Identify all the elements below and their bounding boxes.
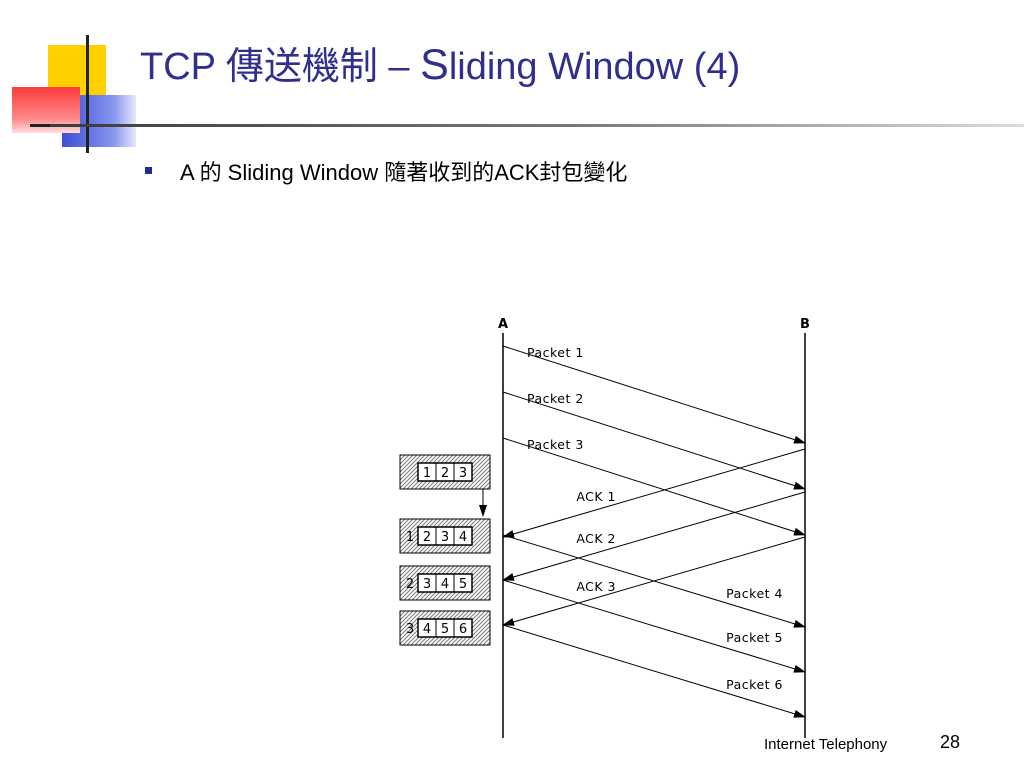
deco-vertical-line <box>86 35 89 153</box>
message-4: ACK 1 <box>502 448 806 538</box>
window-cell: 6 <box>459 622 467 637</box>
window-cell: 3 <box>441 530 449 545</box>
title-rest: liding Window (4) <box>448 46 741 88</box>
message-arrow <box>502 391 806 490</box>
bullet-text: A 的 Sliding Window 隨著收到的ACK封包變化 <box>180 160 628 185</box>
footer-text: Internet Telephony <box>764 736 888 753</box>
window-cell: 3 <box>459 466 467 481</box>
message-7: Packet 4 <box>502 534 806 628</box>
message-label: Packet 1 <box>527 345 584 360</box>
page-number: 28 <box>940 732 961 752</box>
title-divider <box>50 124 1024 127</box>
window-cell: 5 <box>459 577 467 592</box>
window-cell: 2 <box>423 530 431 545</box>
window-cell: 4 <box>423 622 431 637</box>
message-label: ACK 3 <box>576 579 616 594</box>
message-1: Packet 1 <box>502 345 806 444</box>
title-big-s: S <box>420 41 449 89</box>
message-8: Packet 5 <box>502 579 806 673</box>
message-arrow <box>502 624 806 718</box>
bullet-marker <box>145 167 152 174</box>
window-frame <box>417 526 473 546</box>
window-cell: 2 <box>441 466 449 481</box>
window-frame <box>417 573 473 593</box>
message-label: Packet 3 <box>527 437 584 452</box>
message-9: Packet 6 <box>502 624 806 718</box>
message-arrow <box>502 534 806 628</box>
message-arrow <box>502 491 806 581</box>
message-2: Packet 2 <box>502 391 806 490</box>
message-arrow <box>502 345 806 444</box>
title-prefix: TCP 傳送機制 – <box>140 46 421 88</box>
message-label: ACK 1 <box>576 489 616 504</box>
message-label: Packet 4 <box>726 586 783 601</box>
message-label: Packet 2 <box>527 391 584 406</box>
window-cell: 5 <box>441 622 449 637</box>
window-cell: 4 <box>459 530 467 545</box>
message-arrow <box>502 579 806 673</box>
message-label: Packet 5 <box>726 630 783 645</box>
message-3: Packet 3 <box>502 437 806 536</box>
message-5: ACK 2 <box>502 491 806 581</box>
window-acked-cell: 1 <box>406 530 414 545</box>
window-acked-cell: 3 <box>406 622 414 637</box>
window-cell: 3 <box>423 577 431 592</box>
window-frame <box>417 462 473 482</box>
window-acked-cell: 2 <box>406 577 414 592</box>
window-cell: 1 <box>423 466 431 481</box>
message-arrow <box>502 448 806 538</box>
window-frame <box>417 618 473 638</box>
host-label-b: B <box>800 317 810 332</box>
message-label: Packet 6 <box>726 677 783 692</box>
window-buffer <box>399 518 491 554</box>
page-title: TCP 傳送機制 – Sliding Window (4) <box>140 44 740 87</box>
message-label: ACK 2 <box>576 531 616 546</box>
message-arrow <box>502 437 806 536</box>
window-cell: 4 <box>441 577 449 592</box>
host-label-a: A <box>498 317 508 332</box>
